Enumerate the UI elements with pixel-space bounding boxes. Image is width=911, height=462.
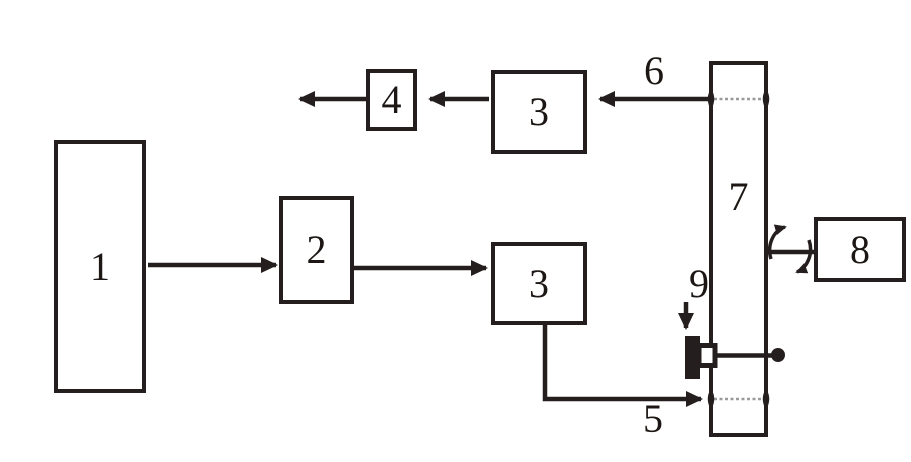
arrow-3-to-tube-bottom xyxy=(542,323,703,407)
block-3-top: 3 xyxy=(491,70,587,154)
block-4-label: 4 xyxy=(381,77,402,122)
block-8: 8 xyxy=(814,217,906,282)
block-2-label: 2 xyxy=(306,227,327,272)
block-2: 2 xyxy=(279,196,354,304)
flow-arrows xyxy=(148,91,709,407)
rotation-arc-bottom xyxy=(795,239,813,274)
microphone-body xyxy=(685,336,700,379)
block-7-tube: 7 xyxy=(709,61,768,437)
rotation-arc-top xyxy=(767,224,787,260)
label-6: 6 xyxy=(644,48,664,93)
block-3-bottom-label: 3 xyxy=(529,260,549,306)
block-1-label: 1 xyxy=(90,243,110,289)
block-8-label: 8 xyxy=(850,226,870,272)
block-4: 4 xyxy=(366,69,417,131)
block-3-bottom: 3 xyxy=(491,242,587,325)
label-5: 5 xyxy=(643,396,663,441)
pivot-ball-icon xyxy=(771,348,785,362)
rotation-arrows-icon xyxy=(766,224,816,274)
block-3-top-label: 3 xyxy=(529,89,549,134)
block-1: 1 xyxy=(54,140,146,393)
label-9: 9 xyxy=(689,261,709,306)
block-7-label: 7 xyxy=(728,174,749,219)
